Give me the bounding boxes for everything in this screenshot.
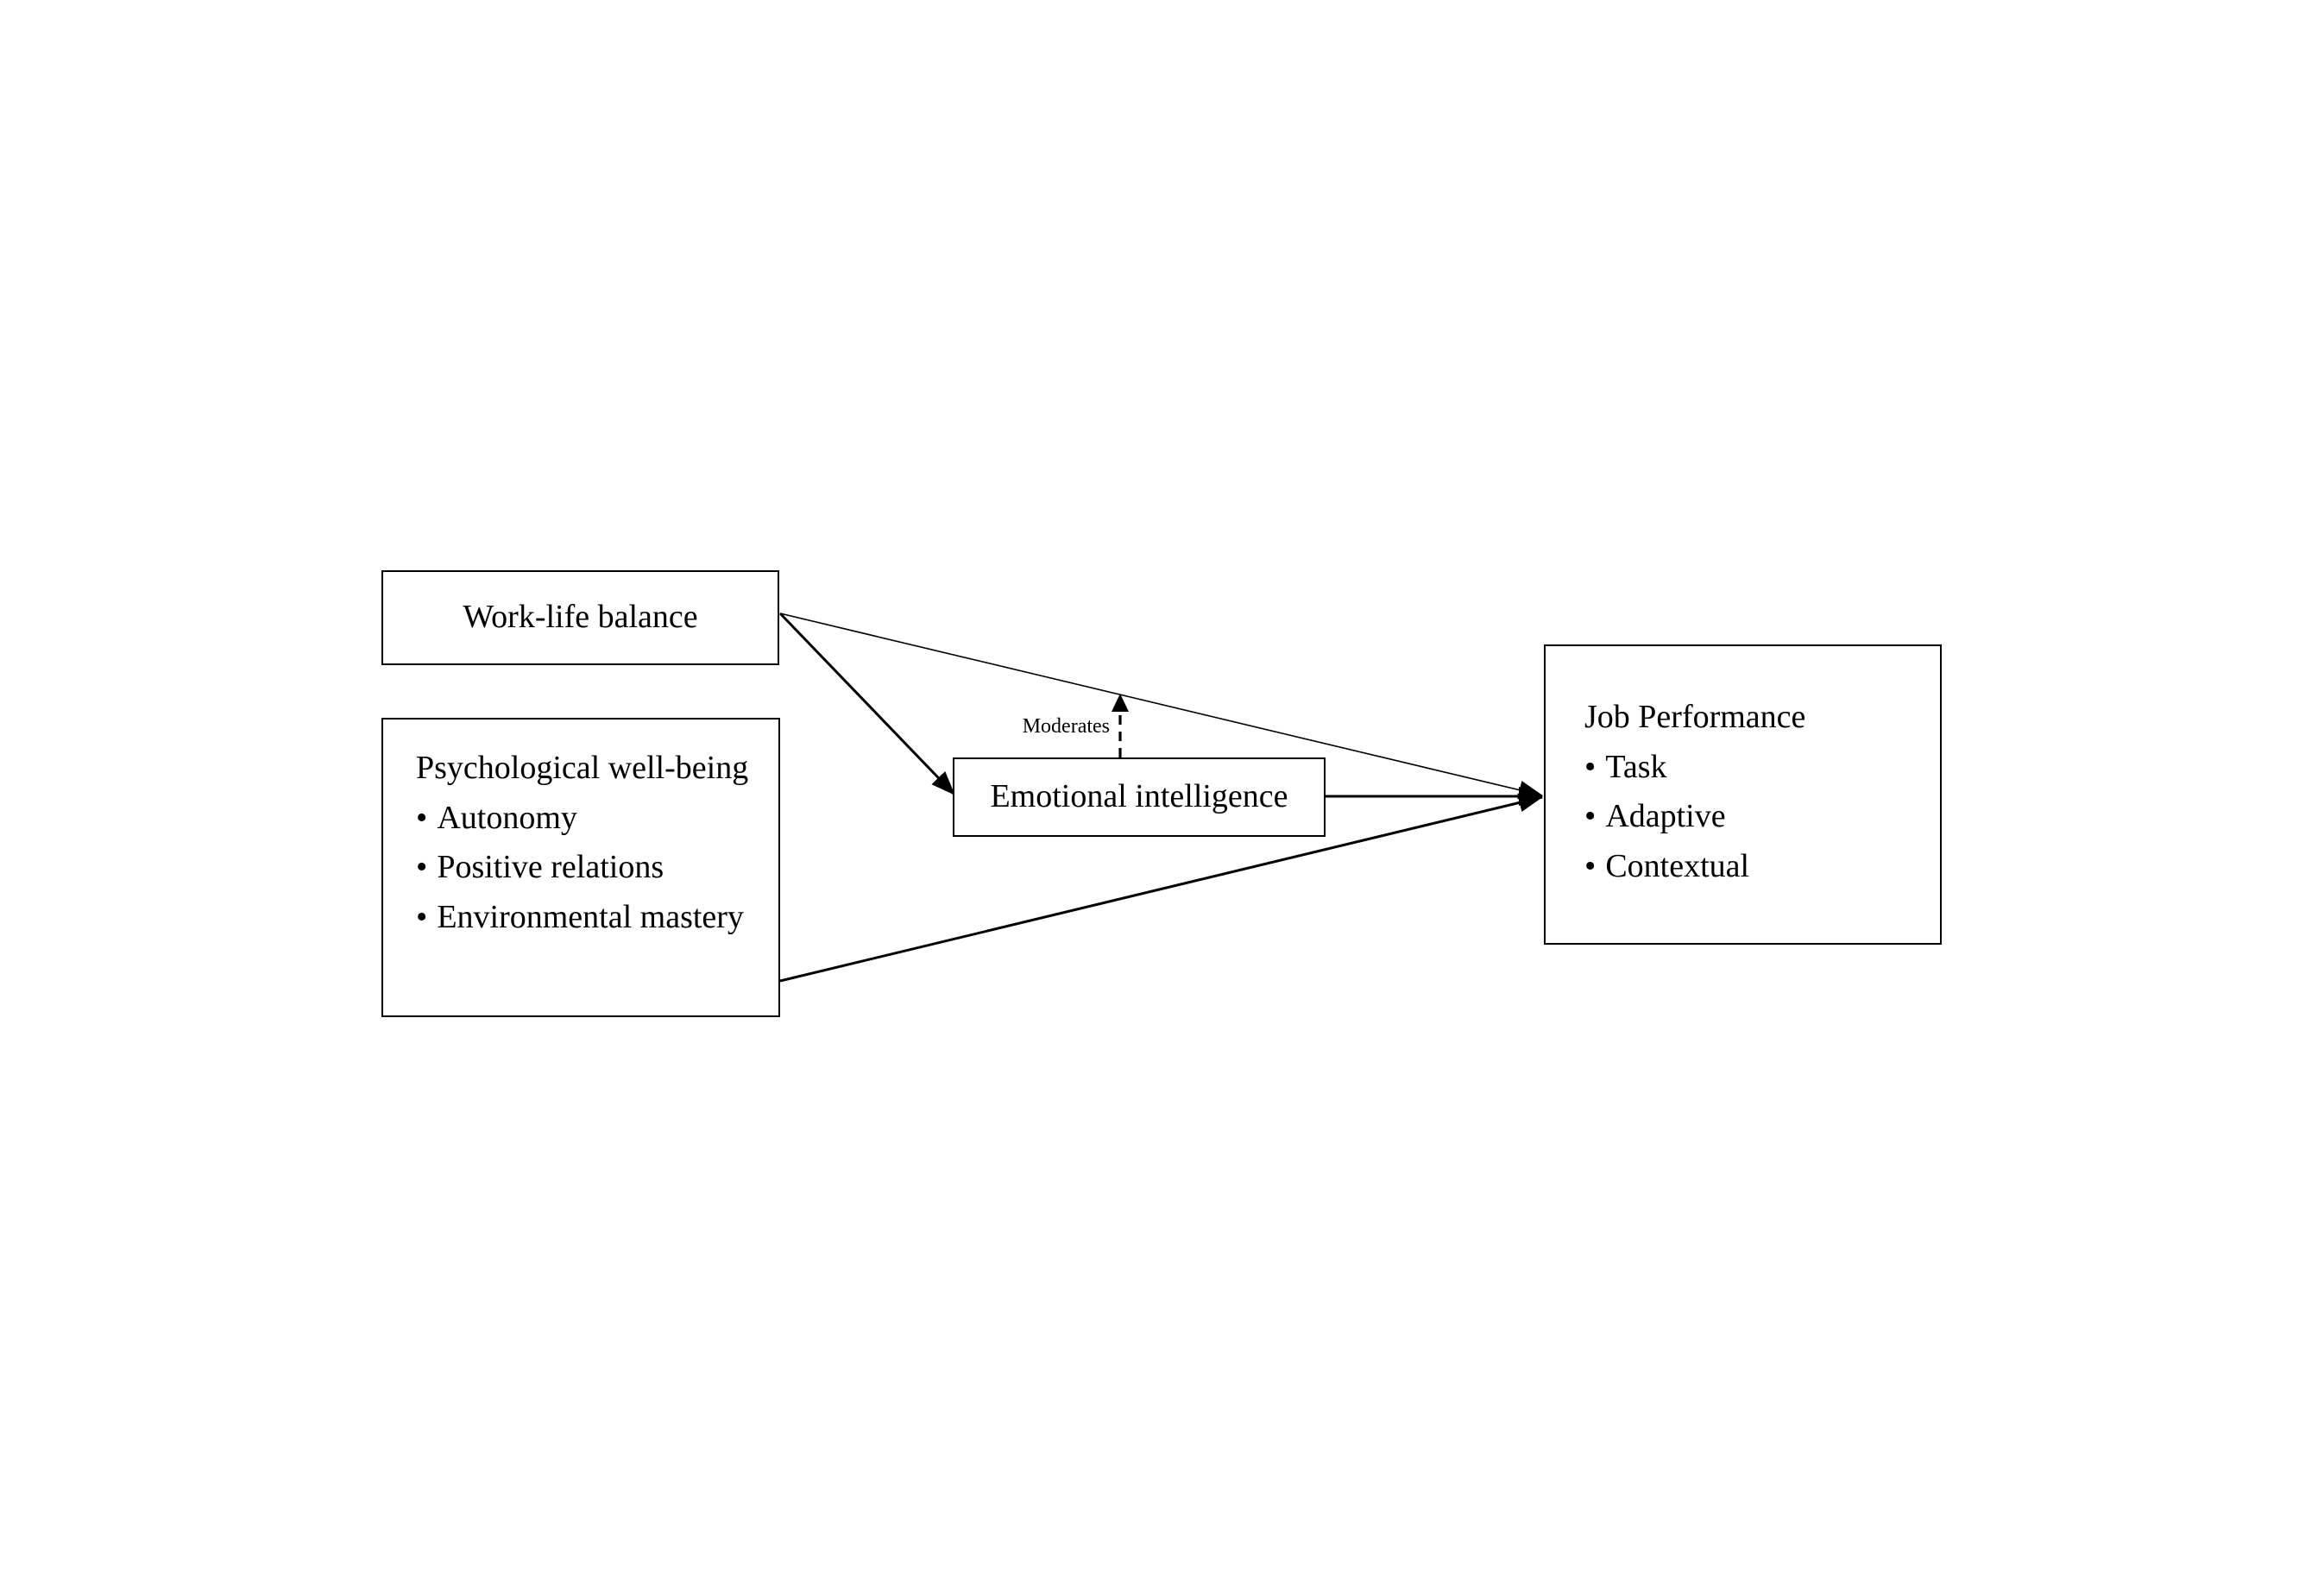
node-title: Work-life balance bbox=[463, 599, 698, 636]
bullet-icon: • bbox=[1584, 798, 1597, 834]
edge-pwb-to-jp bbox=[779, 793, 1543, 983]
node-emotional-intelligence: Emotional intelligence bbox=[953, 757, 1326, 837]
list-item-label: Autonomy bbox=[437, 799, 577, 836]
node-job-performance: Job Performance •Task •Adaptive •Context… bbox=[1544, 644, 1942, 945]
node-title: Job Performance bbox=[1584, 699, 1806, 735]
list-item: •Autonomy bbox=[416, 794, 778, 844]
list-item-label: Positive relations bbox=[437, 849, 664, 885]
list-item-label: Adaptive bbox=[1605, 798, 1726, 834]
edge-wlb-to-ei bbox=[778, 612, 956, 796]
list-item-label: Environmental mastery bbox=[437, 898, 744, 935]
list-item: •Positive relations bbox=[416, 843, 778, 893]
node-title: Psychological well-being bbox=[416, 750, 749, 786]
list-item-label: Contextual bbox=[1605, 847, 1750, 884]
bullet-icon: • bbox=[1584, 748, 1597, 785]
node-title: Emotional intelligence bbox=[990, 778, 1288, 815]
bullet-icon: • bbox=[416, 849, 428, 885]
edge-wlb-to-jp bbox=[779, 613, 1543, 800]
node-work-life-balance: Work-life balance bbox=[381, 570, 779, 665]
list-item-label: Task bbox=[1605, 748, 1667, 785]
bullet-icon: • bbox=[1584, 847, 1597, 884]
list-item: •Task bbox=[1584, 743, 1940, 793]
bullet-icon: • bbox=[416, 799, 428, 836]
list-item: •Adaptive bbox=[1584, 792, 1940, 842]
list-item: •Contextual bbox=[1584, 842, 1940, 892]
list-item: •Environmental mastery bbox=[416, 893, 778, 943]
moderator-edge-label: Moderates bbox=[1022, 715, 1110, 738]
node-psychological-well-being: Psychological well-being •Autonomy •Posi… bbox=[381, 718, 780, 1017]
bullet-icon: • bbox=[416, 898, 428, 935]
